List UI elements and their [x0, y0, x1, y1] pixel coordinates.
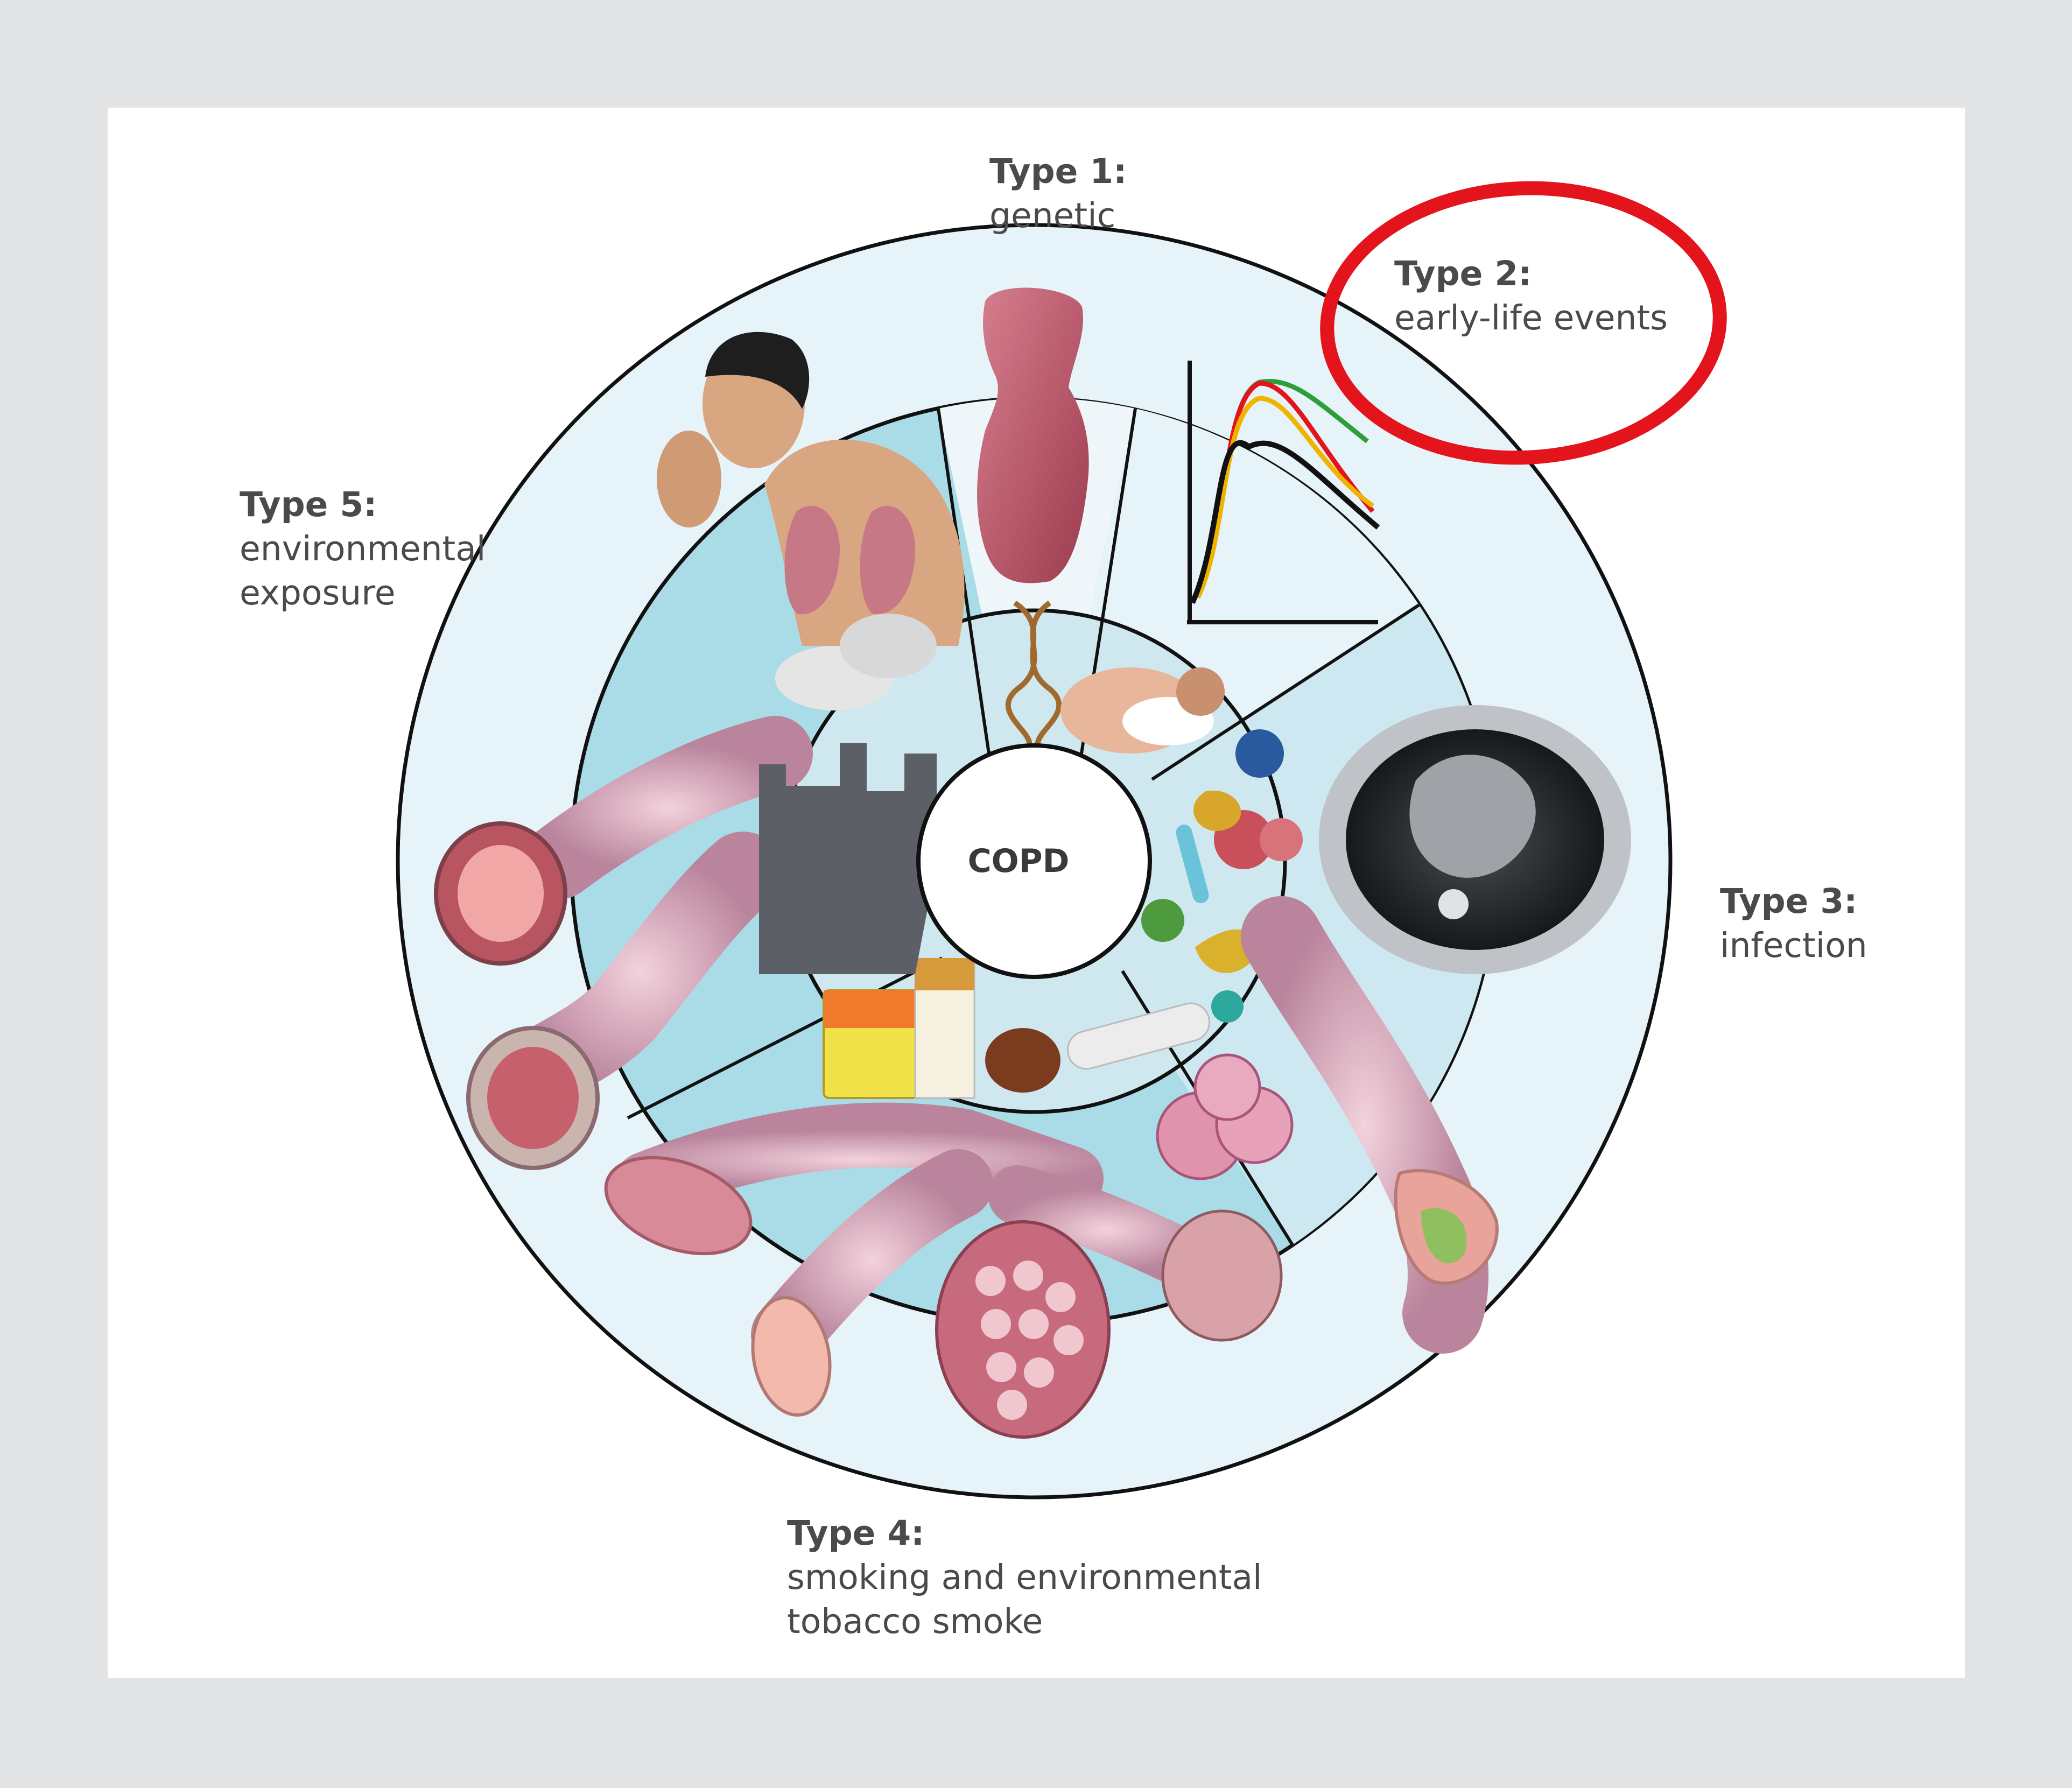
genetic-illustration	[977, 287, 1089, 756]
type-3-title: Type 3:	[1720, 882, 1858, 921]
copd-center	[916, 743, 1152, 979]
environmental-exposure-illustration	[434, 332, 965, 1170]
type-1-desc: genetic	[989, 196, 1116, 235]
cigarette-icon	[1066, 1002, 1211, 1070]
type-1-title: Type 1:	[989, 152, 1127, 191]
type-3-label: Type 3: infection	[1720, 879, 1867, 968]
type-4-desc-line1: smoking and environmental	[787, 1558, 1262, 1597]
type-2-desc: early-life events	[1394, 298, 1668, 337]
dna-icon	[1005, 600, 1062, 756]
infant-in-hand-icon	[1060, 667, 1225, 754]
growth-curve-black	[1190, 440, 1380, 604]
type-4-desc-line2: tobacco smoke	[787, 1602, 1043, 1641]
growth-chart-axes	[1187, 361, 1378, 624]
growth-curve-yellow	[1195, 396, 1374, 599]
early-life-illustration	[1060, 361, 1380, 754]
center-label: COPD	[967, 842, 1070, 880]
type2-highlight-circle	[1320, 181, 1727, 465]
smoking-illustration	[604, 958, 1294, 1439]
airway-tube-upper	[522, 716, 813, 899]
type-5-desc-line2: exposure	[240, 573, 396, 613]
microbes-icon	[1141, 729, 1303, 1023]
type-5-desc-line1: environmental	[240, 529, 486, 568]
type-4-title: Type 4:	[787, 1514, 925, 1553]
infection-illustration	[1141, 705, 1631, 1354]
factory-icon	[759, 614, 937, 974]
type-5-label: Type 5: environmental exposure	[240, 483, 486, 615]
type-1-label: Type 1: genetic	[989, 150, 1127, 238]
alveoli-icon	[935, 1053, 1294, 1439]
lung-tissue-icon	[977, 287, 1089, 583]
type-4-label: Type 4: smoking and environmental tobacc…	[787, 1511, 1262, 1644]
type-3-desc: infection	[1720, 926, 1867, 965]
type-5-title: Type 5:	[240, 485, 377, 524]
type-2-title: Type 2:	[1394, 254, 1532, 293]
pipe-icon	[985, 1028, 1060, 1093]
type-2-label: Type 2: early-life events	[1394, 252, 1668, 340]
